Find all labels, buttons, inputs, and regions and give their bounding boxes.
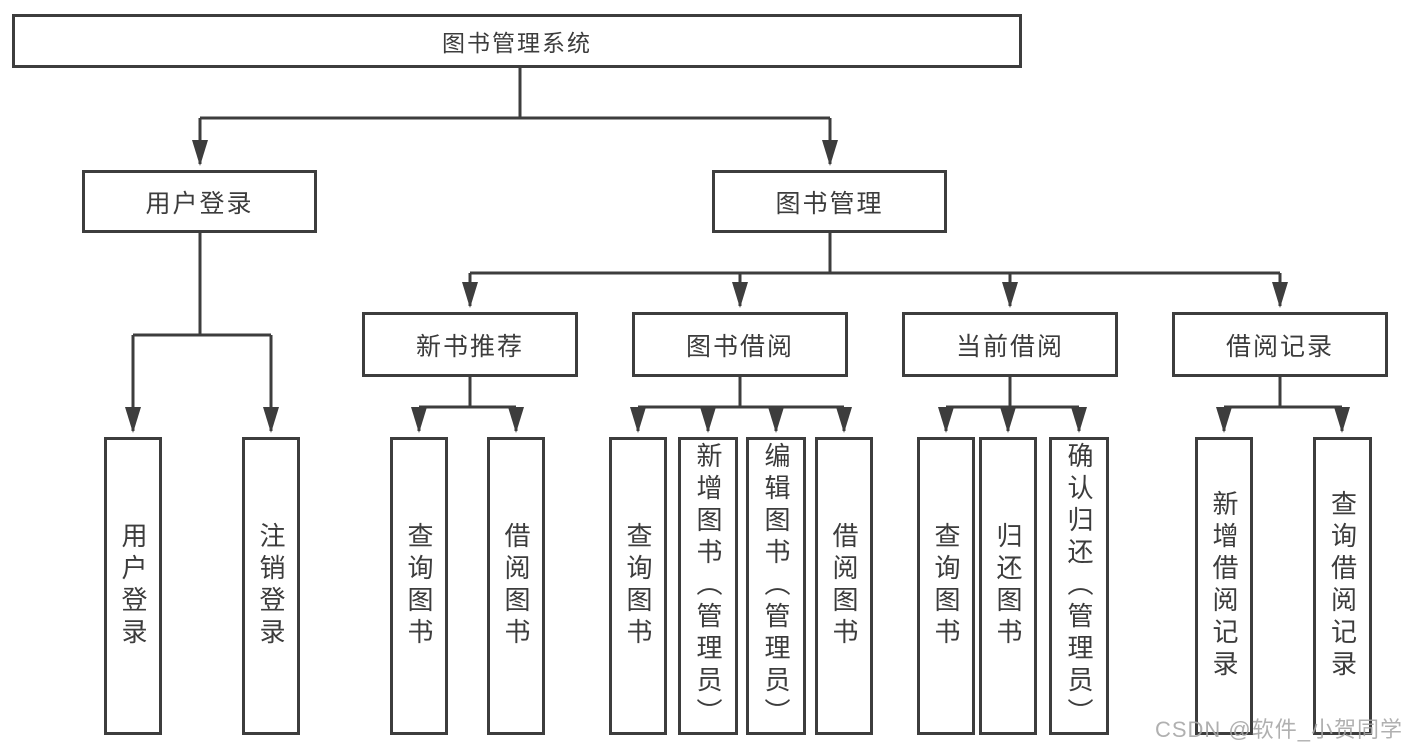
leaf-borrow-books-recommend: 借阅图书	[487, 437, 545, 735]
leaf-borrow-books: 借阅图书	[815, 437, 873, 735]
node-book-management: 图书管理	[712, 170, 947, 233]
leaf-logout: 注销登录	[242, 437, 300, 735]
leaf-query-books-recommend: 查询图书	[390, 437, 448, 735]
node-new-book-recommendation: 新书推荐	[362, 312, 578, 377]
node-library-management-system: 图书管理系统	[12, 14, 1022, 68]
leaf-query-books-borrowing: 查询图书	[609, 437, 667, 735]
leaf-user-login: 用户登录	[104, 437, 162, 735]
leaf-query-borrow-record: 查询借阅记录	[1313, 437, 1372, 735]
node-user-login: 用户登录	[82, 170, 317, 233]
leaf-confirm-return-admin: 确认归还（管理员）	[1049, 437, 1109, 735]
node-borrowing-records: 借阅记录	[1172, 312, 1388, 377]
leaf-edit-book-admin: 编辑图书（管理员）	[746, 437, 806, 735]
leaf-add-book-admin: 新增图书（管理员）	[678, 437, 738, 735]
node-current-borrowing: 当前借阅	[902, 312, 1118, 377]
csdn-watermark: CSDN @软件_小贺同学	[1154, 717, 1403, 742]
node-book-borrowing: 图书借阅	[632, 312, 848, 377]
leaf-add-borrow-record: 新增借阅记录	[1195, 437, 1253, 735]
leaf-return-books: 归还图书	[979, 437, 1037, 735]
leaf-query-books-current: 查询图书	[917, 437, 975, 735]
